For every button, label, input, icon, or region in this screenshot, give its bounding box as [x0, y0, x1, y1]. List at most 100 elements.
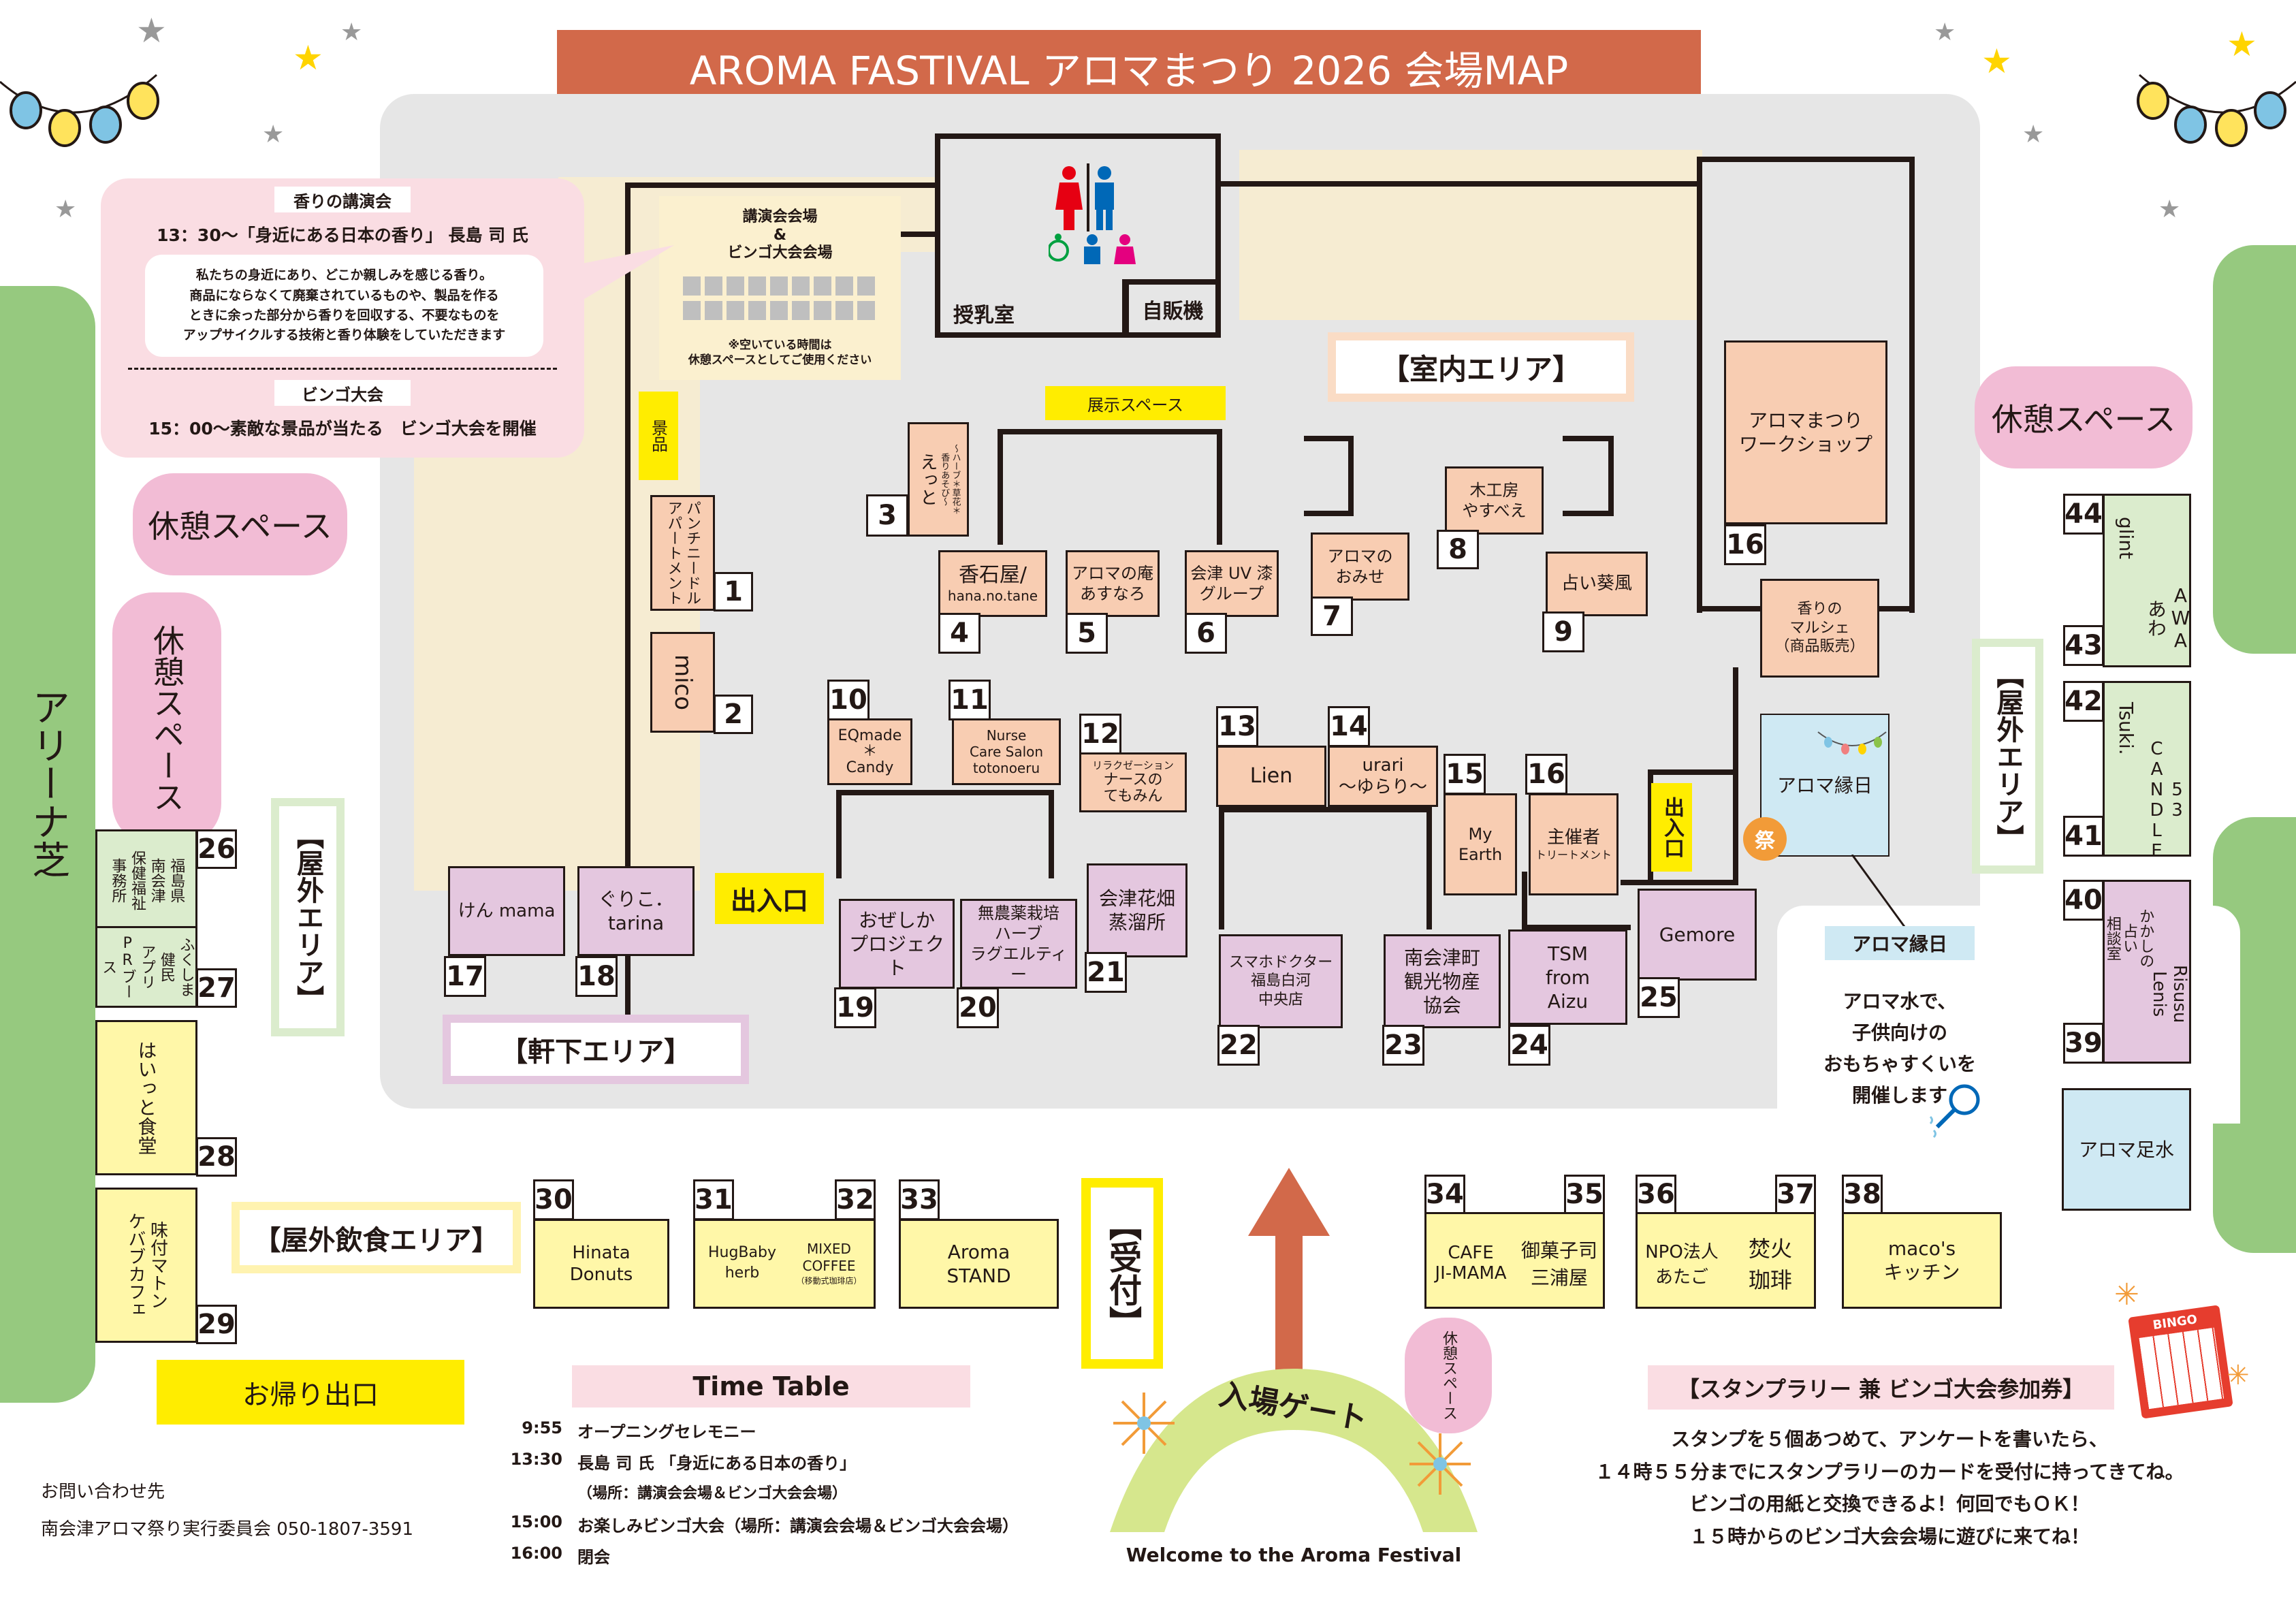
- booth-26[interactable]: 福島県 南会津 保健福祉 事務所: [95, 829, 197, 932]
- booth-5[interactable]: アロマの庵 あすなろ: [1066, 550, 1160, 617]
- booth-number: 29: [196, 1305, 237, 1344]
- booth-24[interactable]: TSM from Aizu: [1508, 929, 1627, 1025]
- entrance-right[interactable]: 出入口: [1651, 783, 1692, 872]
- booth-39-name: Risusu Lenis: [2149, 965, 2190, 1023]
- booth-6[interactable]: 会津 UV 漆 グループ: [1185, 550, 1279, 617]
- booth-12[interactable]: リラクゼーション ナースの てもみん: [1079, 752, 1187, 812]
- booth-29[interactable]: 味付マトン ケバブカフェ: [95, 1188, 197, 1343]
- entry-arrow-icon: [1248, 1168, 1330, 1406]
- booth-8[interactable]: 木工房 やすべえ: [1445, 466, 1544, 535]
- booth-25[interactable]: Gemore: [1638, 889, 1757, 981]
- booth-10[interactable]: EQmade ＊ Candy: [827, 718, 912, 785]
- booth-34-name: CAFE JI-MAMA: [1435, 1243, 1507, 1284]
- booth-16-sub: トリートメント: [1535, 848, 1612, 862]
- booth-number: 30: [533, 1179, 574, 1220]
- timetable-text: （場所：講演会会場＆ビンゴ大会会場）: [577, 1485, 848, 1502]
- booth-11[interactable]: Nurse Care Salon totonoeru: [952, 718, 1061, 785]
- outdoor-area-right-label: 【屋外エリア】: [1972, 639, 2043, 874]
- booth-number: 31: [693, 1179, 734, 1220]
- booth-39-40[interactable]: [2103, 880, 2191, 1064]
- lecture-pointer: [572, 245, 674, 306]
- firework-icon: [1113, 1393, 1175, 1454]
- booth-number: 19: [834, 987, 876, 1028]
- welcome-text: Welcome to the Aroma Festival: [1126, 1543, 1462, 1566]
- booth-31-name: HugBaby herb: [707, 1244, 776, 1282]
- entrance-left[interactable]: 出入口: [715, 873, 824, 924]
- star-icon: ★: [2158, 195, 2181, 223]
- contact-label: お問い合わせ先: [41, 1482, 165, 1502]
- booth-14[interactable]: urari ～ゆらり～: [1328, 746, 1438, 807]
- booth-28[interactable]: はいっと食堂: [95, 1020, 197, 1175]
- bingo-card-icon: BINGO: [2128, 1305, 2233, 1419]
- booth-number: 38: [1842, 1175, 1883, 1214]
- booth-13[interactable]: Lien: [1216, 746, 1326, 807]
- entrance-gate: [1110, 1369, 1478, 1532]
- booth-number: 44: [2063, 494, 2104, 535]
- booth-number: 8: [1437, 530, 1479, 569]
- timetable-text: 長島 司 氏 「身近にある日本の香り」: [577, 1454, 857, 1473]
- booth-17[interactable]: けん mama: [448, 866, 565, 956]
- booth-34-35[interactable]: [1424, 1212, 1605, 1309]
- booth-4[interactable]: 香石屋/ hana.no.tane: [938, 550, 1047, 617]
- booth-19[interactable]: おぜしか プロジェクト: [839, 899, 955, 989]
- booth-16-workshop[interactable]: アロマまつり ワークショップ: [1724, 340, 1887, 524]
- restroom-icons: [1049, 163, 1136, 264]
- booth-1[interactable]: パンチニードル アパートメント: [650, 495, 715, 611]
- festival-fan-icon: 祭: [1743, 817, 1787, 861]
- bingo-heading: ビンゴ大会: [274, 380, 411, 406]
- booth-number: 2: [714, 695, 753, 734]
- booth-number: 10: [827, 680, 870, 720]
- booth-number: 12: [1079, 714, 1121, 754]
- booth-31-32[interactable]: [693, 1219, 876, 1309]
- booth-number: 28: [196, 1137, 237, 1177]
- arena-lawn-label: アリーナ芝: [25, 688, 70, 878]
- lecture-desc: 私たちの身近にあり、どこか親しみを感じる香り。 商品にならなくて廃棄されているも…: [145, 255, 543, 357]
- booth-41-42[interactable]: [2103, 681, 2191, 857]
- booth-21[interactable]: 会津花畑 蒸溜所: [1087, 863, 1187, 957]
- booth-18[interactable]: ぐりこ． tarina: [577, 866, 695, 956]
- scoop-icon: [1929, 1084, 1980, 1139]
- booth-36-37[interactable]: [1636, 1212, 1816, 1309]
- booth-9[interactable]: 占い葵風: [1546, 552, 1648, 616]
- booth-42-name: Tsuki.: [2115, 702, 2137, 755]
- lecture-heading: 香りの講演会: [274, 187, 411, 212]
- booth-2[interactable]: mico: [650, 632, 715, 733]
- booth-30[interactable]: Hinata Donuts: [533, 1219, 669, 1309]
- booth-20[interactable]: 無農薬栽培 ハーブ ラグエルティー: [960, 899, 1077, 989]
- booth-12-sub: リラクゼーション: [1092, 759, 1174, 772]
- booth-3[interactable]: えっと ～ハーブ＊草花＊ 香りあそび～: [908, 422, 969, 537]
- garland-left: [0, 74, 159, 147]
- booth-38[interactable]: maco's キッチン: [1842, 1212, 2002, 1309]
- bingo-card-grid: [2139, 1327, 2225, 1410]
- lecture-hall: 講演会会場 & ビンゴ大会会場 ※空いている時間は 休憩スペースとしてご使用くだ…: [659, 196, 901, 380]
- booth-33[interactable]: Aroma STAND: [899, 1219, 1059, 1309]
- eaves-area-label: 【軒下エリア】: [443, 1015, 749, 1084]
- rest-space-label: 休憩スペース: [1440, 1331, 1457, 1420]
- exit-label[interactable]: お帰り出口: [157, 1360, 464, 1425]
- prizes-label: 景品: [639, 392, 678, 480]
- star-icon: ★: [293, 38, 323, 78]
- booth-27[interactable]: ふくしま 健民 アプリ PRブース: [95, 926, 197, 1008]
- timetable-heading: Time Table: [572, 1365, 970, 1408]
- booth-16[interactable]: 主催者 トリートメント: [1529, 793, 1619, 895]
- booth-23[interactable]: 南会津町 観光物産 協会: [1384, 934, 1501, 1028]
- booth-22[interactable]: スマホドクター 福島白河 中央店: [1219, 934, 1343, 1028]
- booth-12-name: ナースの てもみん: [1103, 772, 1163, 806]
- rest-space-label: 休憩スペース: [148, 508, 332, 545]
- star-icon: ★: [1981, 42, 2012, 81]
- stamp-line: ビンゴの用紙と交換できるよ！何回でもＯＫ！: [1689, 1493, 2090, 1516]
- booth-16-name: 主催者: [1546, 827, 1600, 848]
- booth-number: 24: [1508, 1025, 1550, 1066]
- booth-7[interactable]: アロマの おみせ: [1311, 532, 1409, 601]
- booth-43-44[interactable]: [2103, 494, 2191, 667]
- ennichi-label: アロマ縁日: [1776, 774, 1872, 797]
- aroma-footbath[interactable]: アロマ足水: [2062, 1088, 2191, 1211]
- booth-15[interactable]: My Earth: [1444, 793, 1517, 895]
- aroma-marche[interactable]: 香りの マルシェ （商品販売）: [1760, 579, 1879, 678]
- booth-32[interactable]: MIXED COFFEE （移動式珈琲店）: [783, 1226, 875, 1301]
- booth-number: 17: [444, 956, 486, 997]
- booth-number: 7: [1311, 597, 1353, 636]
- booth-number: 41: [2063, 816, 2104, 857]
